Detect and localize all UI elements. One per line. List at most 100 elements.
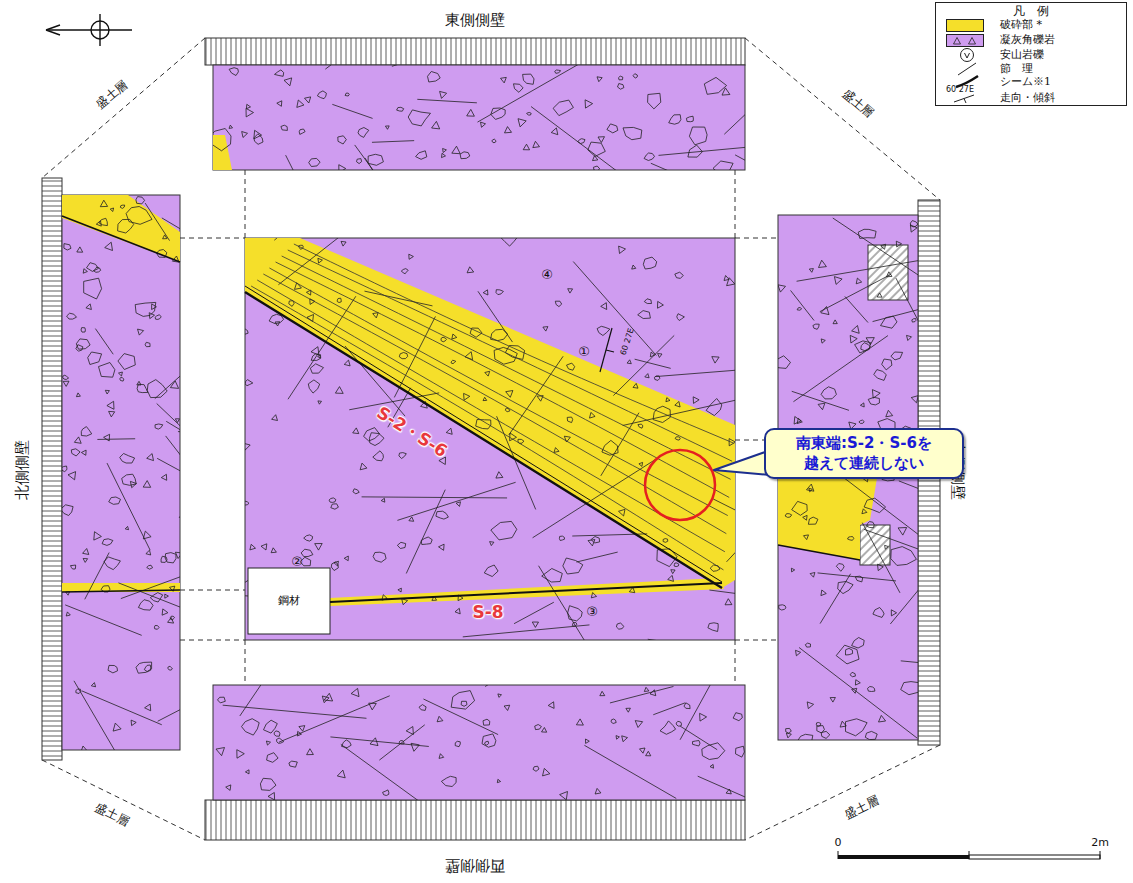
rock-clast: [369, 433, 384, 446]
scale-label: 0: [835, 837, 842, 849]
rock-clast: [399, 353, 407, 359]
rock-clast: [437, 716, 443, 722]
rock-clast: [553, 100, 573, 116]
rock-clast: [99, 218, 108, 225]
callout-box: 南東端:S-2・S-6を 越えて連続しない: [764, 428, 964, 479]
rock-clast: [109, 411, 115, 417]
rock-clast: [268, 793, 275, 800]
rock-clast: [168, 666, 173, 670]
seam-line: [62, 590, 180, 592]
rock-clast: [616, 623, 623, 629]
rock-clast: [803, 515, 807, 520]
rock-clast: [401, 269, 408, 274]
rock-clast: [645, 374, 649, 378]
rock-clast: [271, 548, 276, 553]
rock-clast: [138, 329, 144, 335]
rock-clast: [126, 207, 152, 225]
seam-line: [245, 292, 722, 588]
joint-line: [901, 661, 918, 673]
rock-clast: [88, 352, 102, 365]
joint-line: [862, 523, 900, 593]
joint-line: [724, 73, 745, 135]
rock-clast: [307, 749, 314, 755]
west-wall-panel: [213, 685, 745, 800]
seam-line: [62, 216, 180, 262]
rock-clast: [658, 301, 664, 308]
legend-swatch: [946, 19, 984, 32]
rock-clast: [452, 334, 457, 339]
legend-text: シーム※1: [1000, 75, 1051, 89]
joint-line: [820, 574, 851, 624]
panel-texture: [62, 197, 180, 750]
rock-clast: [150, 593, 162, 602]
rock-clast: [76, 393, 80, 397]
rock-clast: [585, 100, 593, 108]
rock-clast: [796, 650, 801, 656]
rock-clast: [891, 547, 917, 566]
rock-clast: [846, 648, 853, 655]
rock-clast: [846, 719, 868, 736]
rock-clast: [551, 128, 558, 135]
seams: [62, 216, 860, 602]
shear-line: [294, 244, 734, 443]
rock-clast: [467, 267, 474, 273]
rock-clast: [71, 565, 76, 569]
rock-clast: [588, 142, 606, 156]
rock-clast: [77, 247, 83, 252]
rock-clast: [862, 509, 867, 514]
rock-clast: [155, 315, 161, 320]
rock-clast: [344, 556, 348, 561]
rock-clast: [627, 360, 631, 364]
rock-clast: [859, 420, 864, 423]
rock-clast: [901, 682, 918, 695]
rock-clast: [644, 687, 649, 691]
rock-clast: [710, 764, 714, 768]
fill-layer-label: 盛土層: [94, 78, 130, 111]
rock-clast: [500, 238, 517, 246]
rock-clast: [154, 626, 159, 630]
rock-clast: [144, 665, 151, 672]
rock-clast: [110, 208, 113, 212]
wall-name: 東側側壁: [445, 12, 505, 29]
rock-clast: [439, 544, 445, 550]
rock-clast: [94, 532, 102, 540]
rock-clast: [633, 74, 637, 78]
rock-clast: [147, 565, 153, 569]
rock-clast: [245, 380, 253, 386]
callout-number: ②: [291, 555, 303, 569]
rock-clast: [840, 721, 846, 727]
rock-clast: [483, 290, 488, 295]
rock-clast: [708, 623, 718, 632]
joint-line: [463, 625, 590, 637]
rock-clast: [712, 357, 719, 364]
rock-clast: [856, 278, 862, 284]
rock-clast: [576, 719, 583, 725]
rock-clast: [338, 136, 347, 144]
joint-line: [791, 290, 815, 320]
rock-clast: [409, 517, 414, 521]
rock-clast: [907, 335, 912, 340]
joint-line: [155, 308, 180, 399]
rock-clast: [619, 76, 623, 80]
rock-clast: [246, 108, 254, 117]
rock-clast: [482, 734, 496, 747]
joint-line: [82, 691, 162, 725]
rock-clast: [632, 265, 636, 269]
joint-line: [890, 536, 918, 624]
rock-clast: [855, 680, 860, 685]
rock-clast: [357, 159, 362, 164]
shear-line: [263, 274, 726, 534]
rock-clast: [866, 338, 874, 345]
rock-clast: [455, 608, 460, 614]
rock-clast: [704, 77, 726, 94]
rock-clast: [451, 360, 456, 363]
crushed-zone: [213, 135, 232, 170]
fold-line: [42, 38, 205, 178]
rock-clast: [120, 205, 124, 208]
joint-line: [899, 481, 918, 513]
joint-line: [576, 552, 617, 562]
rock-clast: [523, 144, 529, 150]
joint-line: [698, 776, 745, 800]
rock-clast: [514, 84, 524, 93]
joint-line: [792, 391, 849, 410]
